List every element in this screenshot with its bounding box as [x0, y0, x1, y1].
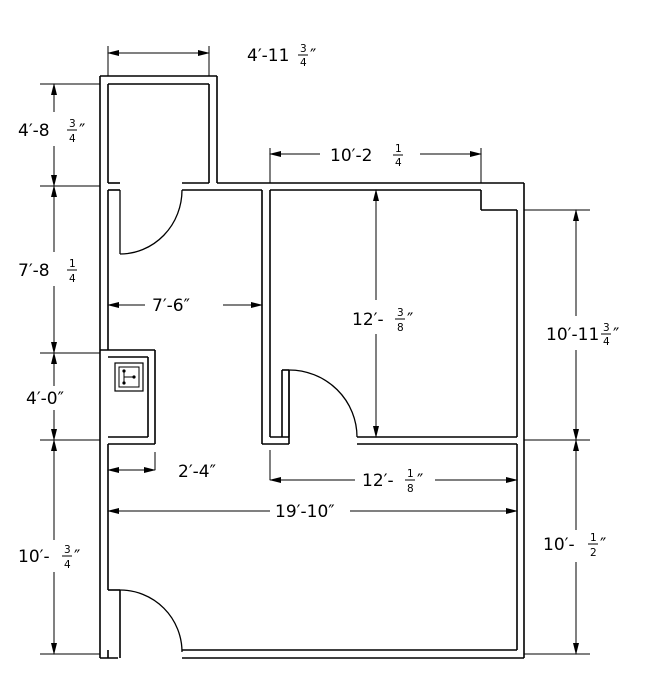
svg-text:4: 4	[64, 559, 71, 571]
svg-text:8: 8	[397, 322, 404, 334]
svg-text:″: ″	[417, 471, 423, 491]
svg-text:12′-: 12′-	[352, 310, 384, 330]
svg-text:10′-: 10′-	[543, 535, 575, 555]
svg-text:″: ″	[74, 547, 80, 567]
walls	[99, 75, 525, 659]
svg-text:″: ″	[310, 46, 316, 66]
label-hall-length: 7′-8 1 4	[18, 258, 77, 285]
doors	[119, 189, 358, 653]
svg-text:7′-8: 7′-8	[18, 261, 50, 281]
entry-door-swing	[119, 589, 183, 653]
svg-text:8: 8	[407, 483, 414, 495]
svg-text:4′-8: 4′-8	[18, 121, 50, 141]
label-sink-offset: 2′-4″	[178, 462, 216, 482]
svg-text:1: 1	[407, 468, 414, 480]
svg-text:2: 2	[590, 547, 597, 559]
label-living-right: 10′- 1 2 ″	[543, 532, 606, 559]
svg-text:4: 4	[395, 157, 402, 169]
label-hall-width: 7′-6″	[152, 296, 190, 316]
svg-text:″: ″	[407, 310, 413, 330]
svg-text:1: 1	[69, 258, 76, 270]
label-bedroom-right: 10′-11 3 4 ″	[546, 322, 619, 348]
svg-text:4′-11: 4′-11	[247, 46, 289, 66]
svg-text:3: 3	[64, 544, 71, 556]
label-overall-width: 19′-10″	[275, 502, 335, 522]
svg-text:3: 3	[300, 43, 307, 55]
svg-text:12′-: 12′-	[362, 471, 394, 491]
label-bedroom-depth: 12′- 3 8 ″	[352, 307, 413, 334]
svg-text:10′-: 10′-	[18, 547, 50, 567]
label-sink-section: 4′-0″	[26, 389, 64, 409]
label-closet-width: 4′-11 3 4 ″	[247, 43, 316, 69]
label-living-left: 10′- 3 4 ″	[18, 544, 80, 571]
svg-text:10′-11: 10′-11	[546, 325, 599, 345]
svg-text:3: 3	[397, 307, 404, 319]
dimension-labels: 4′-11 3 4 ″ 4′-8 3 4 ″ 10′-2 1 4 7′-8 1	[18, 43, 619, 571]
svg-text:3: 3	[603, 322, 610, 334]
label-closet-depth: 4′-8 3 4 ″	[18, 118, 85, 145]
svg-text:″: ″	[600, 535, 606, 555]
svg-text:4: 4	[300, 57, 307, 69]
svg-text:10′-2: 10′-2	[330, 146, 372, 166]
sink-icon	[114, 362, 144, 392]
svg-text:4: 4	[69, 273, 76, 285]
svg-text:4: 4	[69, 133, 76, 145]
closet-door-swing	[119, 189, 183, 255]
svg-text:″: ″	[613, 325, 619, 345]
label-living-width: 12′- 1 8 ″	[362, 468, 423, 495]
svg-text:3: 3	[69, 118, 76, 130]
label-masks	[14, 112, 620, 572]
svg-text:″: ″	[79, 121, 85, 141]
svg-text:1: 1	[590, 532, 597, 544]
svg-text:1: 1	[395, 143, 402, 155]
bedroom-door-swing	[288, 369, 358, 438]
label-bedroom-width: 10′-2 1 4	[330, 143, 403, 169]
svg-text:4: 4	[603, 336, 610, 348]
